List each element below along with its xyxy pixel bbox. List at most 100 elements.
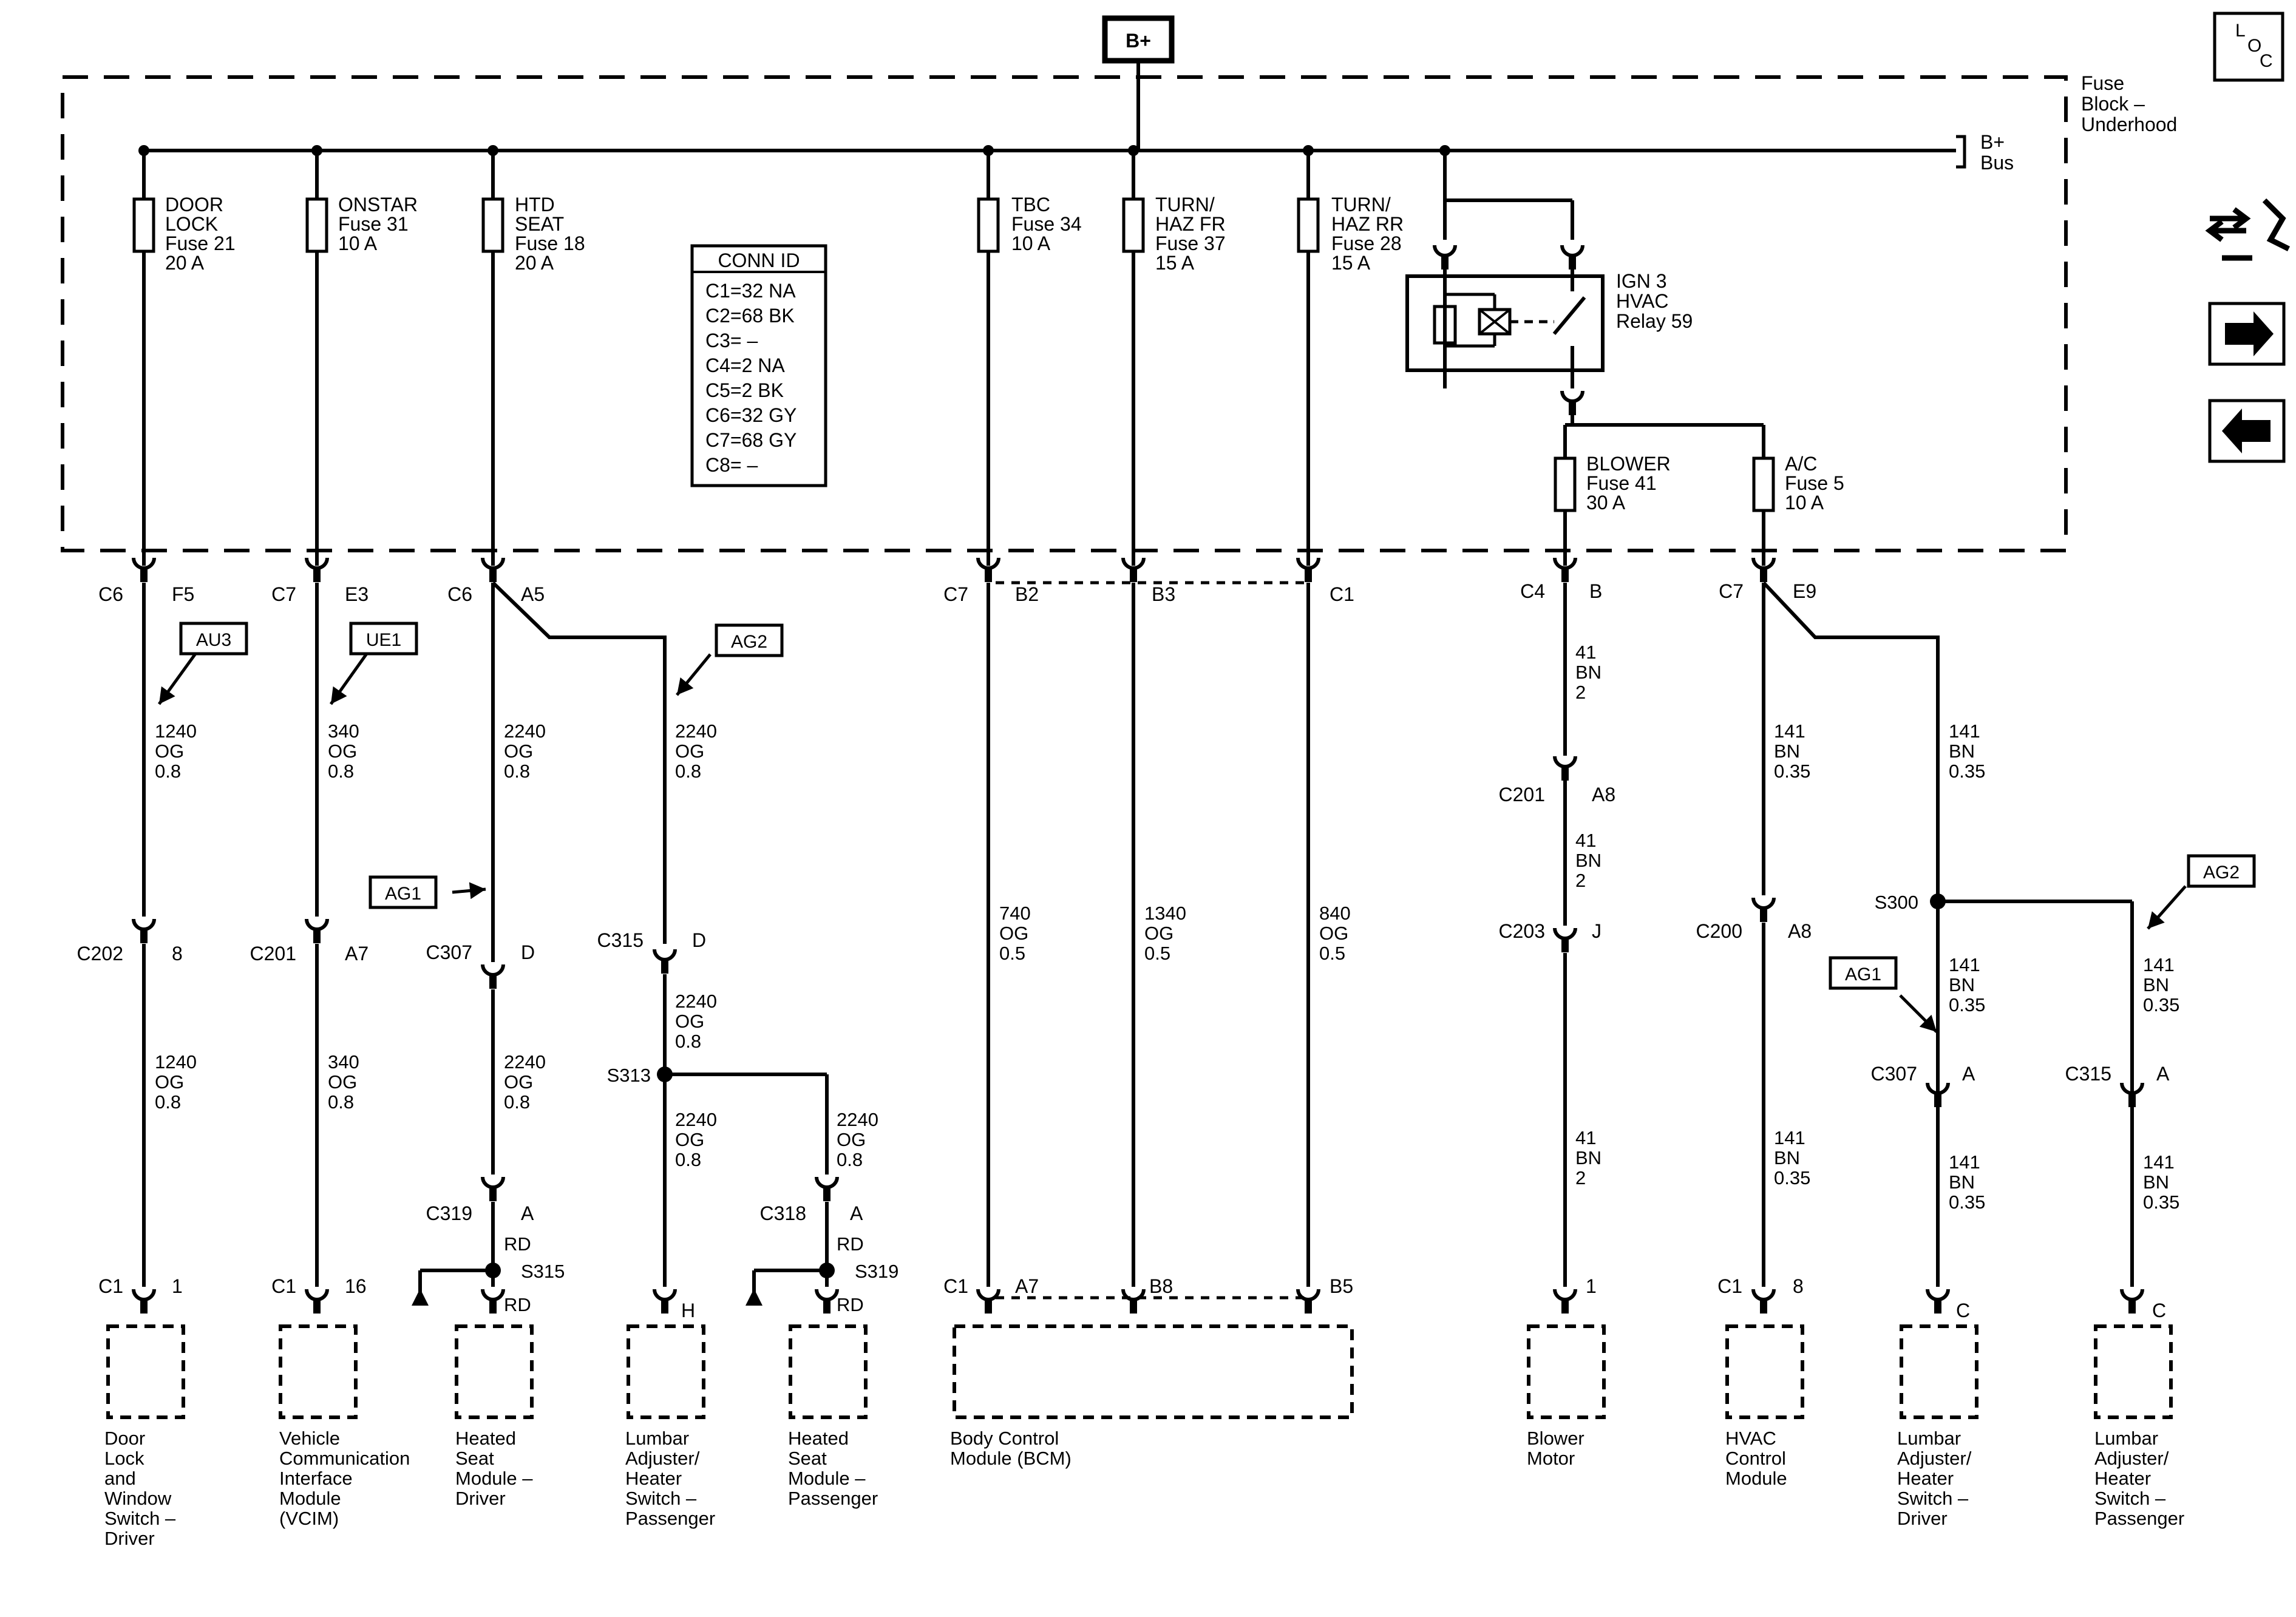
next-page-button — [2208, 302, 2286, 366]
loc-icon-box — [2213, 12, 2284, 82]
connector-pin-label: J — [1592, 920, 1601, 942]
connector-id: C7 — [271, 583, 296, 605]
option-arrow-head — [159, 686, 175, 704]
wire-label: 0.35 — [1774, 761, 1810, 782]
option-box — [2187, 854, 2256, 888]
relay-diode — [1433, 305, 1457, 345]
connector-pin — [823, 1300, 830, 1314]
wire-label: 1340 — [1144, 903, 1186, 924]
connector-pin — [2128, 1300, 2136, 1314]
conn-id-row: C8= – — [705, 454, 758, 476]
connector-pin-label: C — [2152, 1300, 2166, 1321]
wire-color-label: RD — [837, 1233, 864, 1255]
fuse-label: Fuse 18 — [515, 232, 585, 254]
connector-pin-label: B5 — [1330, 1275, 1353, 1297]
connector-pin-label: 16 — [345, 1275, 367, 1297]
connector-pin-label: B — [1589, 580, 1602, 602]
connector-id: C315 — [2065, 1063, 2112, 1085]
wire-label: 141 — [2143, 1151, 2175, 1173]
fuse-symbol — [132, 197, 155, 253]
fuse-label: Fuse 21 — [165, 232, 236, 254]
circuit-branch-wire — [491, 581, 667, 944]
wire-label: 0.35 — [1949, 994, 1985, 1015]
wire-label: 2240 — [504, 1051, 546, 1073]
connector-pin — [489, 975, 497, 989]
fuse-symbol — [1297, 197, 1320, 253]
loc-letter: L — [2235, 21, 2246, 41]
bus-junction — [1303, 145, 1314, 156]
connector-id: C6 — [98, 583, 123, 605]
component-label: Lumbar — [1897, 1428, 1961, 1449]
connector-pin — [1130, 1300, 1137, 1314]
connector-pin — [313, 569, 321, 582]
component-connector — [1121, 1289, 1146, 1301]
conn-id-box — [690, 244, 827, 487]
fuse-label: 30 A — [1586, 492, 1626, 514]
wire-label: 0.8 — [504, 761, 530, 782]
wire-label: 0.8 — [155, 761, 181, 782]
wire-label: 0.8 — [504, 1091, 530, 1113]
bus-junction — [1128, 145, 1139, 156]
wire-label: 141 — [1774, 1127, 1805, 1148]
wire-label: OG — [328, 1071, 357, 1093]
connector-pin-label: A5 — [521, 583, 545, 605]
bus-junction — [983, 145, 994, 156]
option-box — [349, 622, 418, 656]
component-outline — [953, 1324, 1354, 1419]
connector-pin — [1305, 569, 1312, 582]
connector-pin — [1561, 767, 1569, 781]
connector-pin — [140, 930, 148, 943]
connector-pin-label: E9 — [1793, 580, 1816, 602]
wire-label: OG — [155, 741, 184, 762]
splice-label: S315 — [521, 1261, 565, 1282]
connector-pin-label: F5 — [172, 583, 194, 605]
connector-pin — [1760, 1300, 1767, 1314]
relay-outline — [1405, 274, 1605, 372]
component-label: Heated — [788, 1428, 849, 1449]
option-code: AG2 — [2203, 863, 2240, 883]
connector-id: C4 — [1520, 580, 1545, 602]
connector-pin-label: C1 — [1330, 583, 1354, 605]
inline-connector — [481, 1176, 505, 1189]
fuse-label: A/C — [1785, 453, 1817, 475]
connector-pin — [1569, 402, 1576, 415]
component-connector — [1751, 1289, 1776, 1301]
option-arrow-head — [469, 882, 486, 900]
connector-id: C201 — [1499, 784, 1546, 805]
connector-pin — [1130, 569, 1137, 582]
wire-label: BN — [1575, 662, 1601, 683]
wire-label: 41 — [1575, 830, 1596, 851]
component-label: Heated — [455, 1428, 516, 1449]
connector-id: C7 — [943, 583, 968, 605]
wire-label: OG — [837, 1129, 866, 1150]
fuse-label: 20 A — [515, 252, 554, 274]
fuse-label: TURN/ — [1331, 194, 1391, 215]
previous-page-icon — [2222, 408, 2271, 453]
connector-pin — [313, 930, 321, 943]
connector-id: C200 — [1696, 920, 1743, 942]
component-label: Adjuster/ — [1897, 1448, 1972, 1469]
wire-label: 840 — [1319, 903, 1351, 924]
fuse-block-connector — [1121, 557, 1146, 570]
relay-label: HVAC — [1616, 290, 1669, 312]
fuse-symbol — [1122, 197, 1145, 253]
component-label: Heater — [1897, 1468, 1954, 1489]
component-label: Switch – — [104, 1508, 176, 1529]
bus-junction — [1439, 145, 1450, 156]
option-box — [1829, 956, 1898, 990]
harness-wrench-icon — [2205, 198, 2291, 261]
previous-page-button — [2208, 399, 2286, 463]
connector-pin-label: A — [2156, 1063, 2170, 1085]
component-connector — [976, 1289, 1000, 1301]
wire-label: 141 — [1949, 954, 1980, 975]
fuse-label: TURN/ — [1155, 194, 1215, 215]
connector-id: C1 — [98, 1275, 123, 1297]
fuse-label: LOCK — [165, 213, 218, 235]
inline-connector — [2120, 1082, 2144, 1095]
connector-id: C201 — [250, 943, 297, 964]
component-label: Lumbar — [625, 1428, 689, 1449]
fuse-label: 10 A — [1785, 492, 1824, 514]
fuse-label: HAZ RR — [1331, 213, 1404, 235]
fuse-label: Fuse 31 — [338, 213, 409, 235]
